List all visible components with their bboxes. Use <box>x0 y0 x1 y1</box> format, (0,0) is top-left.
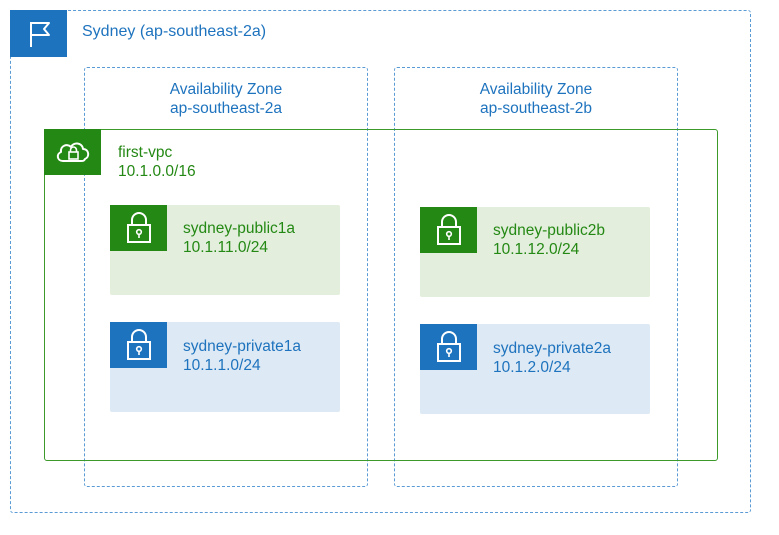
az-b-title: Availability Zone <box>479 81 593 98</box>
vpc-label: first-vpc 10.1.0.0/16 <box>118 143 196 181</box>
az-a-title: Availability Zone <box>169 81 283 98</box>
availability-zone-a-boundary <box>84 67 368 487</box>
subnet-private2a-name: sydney-private2a <box>493 340 612 357</box>
subnet-private2a-label: sydney-private2a 10.1.2.0/24 <box>493 339 611 377</box>
subnet-public1a-label: sydney-public1a 10.1.11.0/24 <box>183 219 295 257</box>
availability-zone-b-label: Availability Zone ap-southeast-2b <box>394 80 678 118</box>
flag-icon <box>10 10 67 57</box>
subnet-public2b-label: sydney-public2b 10.1.12.0/24 <box>493 221 605 259</box>
subnet-public2b-cidr: 10.1.12.0/24 <box>493 241 580 258</box>
subnet-private1a-label: sydney-private1a 10.1.1.0/24 <box>183 337 301 375</box>
availability-zone-b-boundary <box>394 67 678 487</box>
subnet-public1a-cidr: 10.1.11.0/24 <box>183 239 269 256</box>
region-boundary <box>10 10 751 513</box>
vpc-name: first-vpc <box>118 144 173 161</box>
padlock-icon <box>110 205 167 251</box>
az-a-name: ap-southeast-2a <box>169 100 283 117</box>
subnet-public1a-name: sydney-public1a <box>183 220 296 237</box>
padlock-icon <box>420 324 477 370</box>
subnet-private1a-cidr: 10.1.1.0/24 <box>183 357 261 374</box>
subnet-private1a-name: sydney-private1a <box>183 338 302 355</box>
padlock-icon <box>420 207 477 253</box>
vpc-cidr: 10.1.0.0/16 <box>118 163 196 180</box>
region-label: Sydney (ap-southeast-2a) <box>82 23 267 40</box>
availability-zone-a-label: Availability Zone ap-southeast-2a <box>84 80 368 118</box>
padlock-icon <box>110 322 167 368</box>
vpc-boundary <box>44 129 718 461</box>
subnet-private2a-cidr: 10.1.2.0/24 <box>493 359 571 376</box>
subnet-public2b-name: sydney-public2b <box>493 222 606 239</box>
az-b-name: ap-southeast-2b <box>479 100 593 117</box>
vpc-cloud-lock-icon <box>44 129 101 175</box>
